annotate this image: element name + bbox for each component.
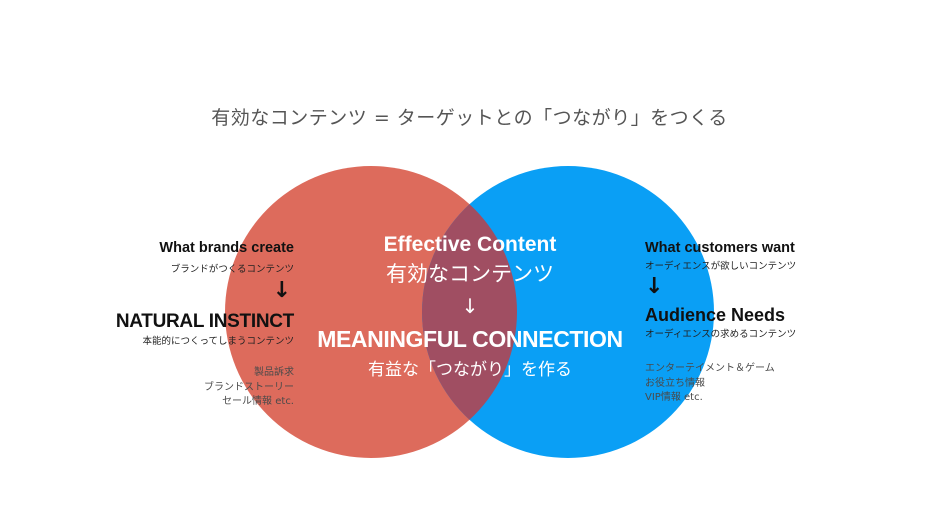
right-arrow-icon: ↓	[645, 274, 664, 299]
overlap-region	[422, 166, 517, 458]
center-arrow-icon: ↓	[461, 294, 479, 318]
right-example-item: エンターテイメント＆ゲーム	[645, 363, 775, 374]
right-examples: エンターテイメント＆ゲーム お役立ち情報 VIP情報 etc.	[645, 362, 775, 406]
right-example-item: VIP情報 etc.	[645, 392, 703, 403]
left-arrow-icon: ↓	[272, 278, 291, 303]
left-heading: What brands create	[159, 240, 294, 256]
natural-instinct-sub: 本能的につくってしまうコンテンツ	[142, 336, 294, 347]
audience-needs-sub: オーディエンスの求めるコンテンツ	[645, 329, 797, 340]
right-example-item: お役立ち情報	[645, 377, 705, 389]
left-heading-sub: ブランドがつくるコンテンツ	[170, 264, 294, 275]
left-examples: 製品訴求 ブランドストーリー セール情報 etc.	[204, 366, 294, 410]
right-heading: What customers want	[645, 240, 795, 256]
effective-content-heading: Effective Content	[383, 233, 557, 256]
meaningful-connection-heading: MEANINGFUL CONNECTION	[317, 326, 623, 352]
effective-content-ja: 有効なコンテンツ	[386, 262, 554, 286]
slide-title: 有効なコンテンツ = ターゲットとの「つながり」をつくる	[211, 107, 728, 129]
left-example-item: ブランドストーリー	[204, 381, 294, 393]
left-example-item: セール情報 etc.	[222, 396, 294, 407]
audience-needs-heading: Audience Needs	[645, 305, 786, 325]
natural-instinct-heading: NATURAL INSTINCT	[115, 311, 294, 332]
meaningful-connection-ja: 有益な「つながり」を作る	[368, 360, 572, 380]
left-example-item: 製品訴求	[254, 367, 294, 378]
right-heading-sub: オーディエンスが欲しいコンテンツ	[645, 261, 797, 272]
